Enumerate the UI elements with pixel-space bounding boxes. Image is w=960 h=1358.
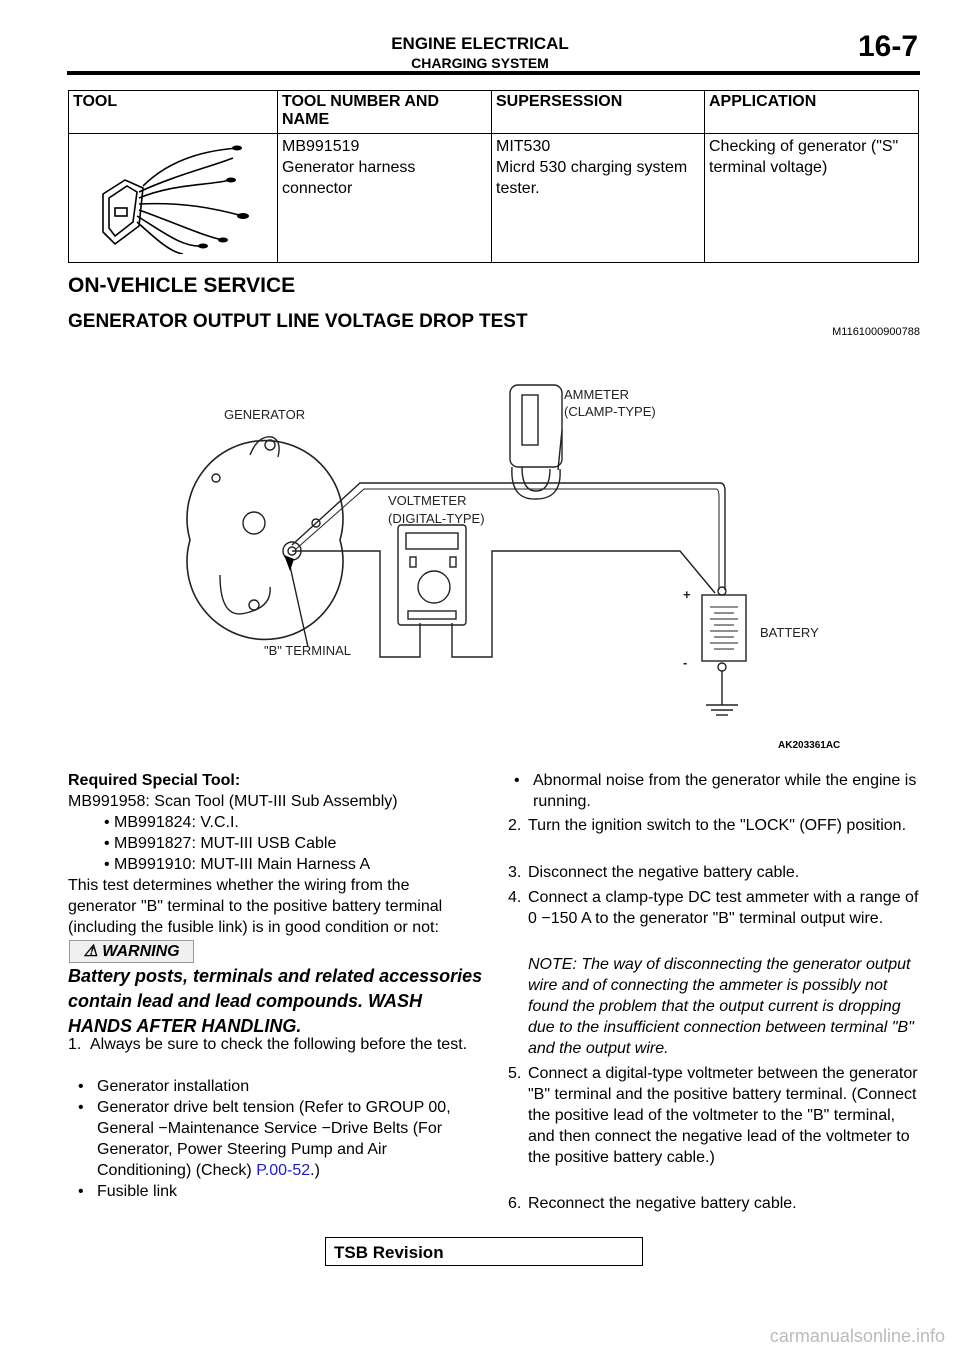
watermark: carmanualsonline.info [769, 1326, 945, 1346]
list-item: • MB991910: MUT-III Main Harness A [104, 856, 371, 873]
warning-icon: ⚠ [83, 943, 98, 960]
tool-item: MB991827: MUT-III USB Cable [114, 835, 337, 852]
table-row: MB991519 Generator harness connector MIT… [68, 133, 919, 263]
list-item: • Generator drive belt tension (Refer to … [78, 1097, 480, 1181]
supersession-code: MIT530 [496, 138, 551, 155]
col-tool: TOOL [68, 90, 278, 134]
tool-table: TOOL TOOL NUMBER AND NAME SUPERSESSION A… [68, 90, 919, 263]
voltmeter-icon [397, 524, 467, 626]
page-link[interactable]: P.00-52 [256, 1162, 311, 1179]
step-6: 6. Reconnect the negative battery cable. [508, 1193, 920, 1214]
note: NOTE: The way of disconnecting the gener… [528, 956, 914, 1057]
supersession-cell: MIT530 Micrd 530 charging system tester. [491, 133, 705, 263]
warning-badge: ⚠ WARNING [69, 940, 194, 963]
step-2: 2. Turn the ignition switch to the "LOCK"… [508, 815, 920, 836]
page-number: 16-7 [857, 30, 918, 63]
tool-item: MB991824: V.C.I. [114, 814, 239, 831]
list-item: • Abnormal noise from the generator while… [514, 770, 924, 812]
header-rule [67, 71, 920, 75]
list-item: • MB991824: V.C.I. [104, 814, 239, 831]
step-number: 2. [508, 817, 522, 834]
step-4: 4. Connect a clamp-type DC test ammeter w… [508, 887, 920, 929]
check-item: Generator installation [97, 1078, 250, 1095]
tool-name: Generator harness connector [282, 159, 416, 197]
application-cell: Checking of generator ("S" terminal volt… [704, 133, 919, 263]
battery-icon [701, 594, 747, 662]
intro-paragraph: This test determines whether the wiring … [68, 877, 443, 936]
step-text: Always be sure to check the following be… [90, 1036, 468, 1053]
check-item-end: .) [310, 1162, 320, 1179]
subsection-title: GENERATOR OUTPUT LINE VOLTAGE DROP TEST [68, 311, 528, 332]
harness-connector-illustration [102, 145, 249, 255]
voltmeter-label: VOLTMETER [388, 493, 467, 508]
bullet: • [78, 1099, 84, 1116]
figure-id: AK203361AC [778, 740, 840, 751]
step-1: 1. Always be sure to check the following… [68, 1034, 474, 1055]
negative-sign: - [683, 655, 687, 670]
tool-number-cell: MB991519 Generator harness connector [277, 133, 492, 263]
bullet: • [514, 772, 520, 789]
section-title: ON-VEHICLE SERVICE [68, 274, 296, 297]
warning-label: WARNING [102, 943, 180, 960]
step-5: 5. Connect a digital-type voltmeter betwe… [508, 1063, 920, 1168]
wiring-diagram: GENERATOR AMMETER (CLAMP-TYPE) VOLTMETER… [186, 384, 840, 751]
list-item: • Generator installation [78, 1076, 480, 1097]
voltmeter-type-label: (DIGITAL-TYPE) [388, 511, 485, 526]
header-title: ENGINE ELECTRICAL [391, 34, 569, 53]
tool-image-cell [68, 133, 278, 263]
step-number: 4. [508, 889, 522, 906]
generator-icon [186, 439, 344, 641]
col-application: APPLICATION [704, 90, 919, 134]
step-text: Connect a clamp-type DC test ammeter wit… [528, 889, 919, 927]
ammeter-type-label: (CLAMP-TYPE) [564, 404, 656, 419]
check-item: Abnormal noise from the generator while … [533, 772, 917, 810]
step-3: 3. Disconnect the negative battery cable. [508, 862, 920, 883]
header-subtitle: CHARGING SYSTEM [411, 55, 549, 71]
tool-item: MB991910: MUT-III Main Harness A [114, 856, 371, 873]
step-text: Reconnect the negative battery cable. [528, 1195, 797, 1212]
step-text: Turn the ignition switch to the "LOCK" (… [528, 817, 907, 834]
generator-label: GENERATOR [224, 407, 305, 422]
check-item: Generator drive belt tension (Refer to G… [97, 1099, 451, 1179]
tool-number: MB991519 [282, 138, 360, 155]
warning-text: Battery posts, terminals and related acc… [68, 966, 483, 1036]
list-item: • Fusible link [78, 1181, 480, 1202]
bullet: • [78, 1183, 84, 1200]
step-number: 3. [508, 864, 522, 881]
ammeter-icon [509, 384, 563, 468]
bullet: • [78, 1078, 84, 1095]
scan-tool: MB991958: Scan Tool (MUT-III Sub Assembl… [68, 793, 398, 810]
b-terminal-label: "B" TERMINAL [264, 643, 351, 658]
supersession-name: Micrd 530 charging system tester. [496, 159, 688, 197]
step-number: 5. [508, 1065, 522, 1082]
check-item: Fusible link [97, 1183, 178, 1200]
subsection-code: M1161000900788 [832, 326, 920, 338]
step-text: Connect a digital-type voltmeter between… [528, 1065, 918, 1166]
positive-sign: + [683, 587, 691, 602]
ammeter-label: AMMETER [564, 387, 629, 402]
required-tool-heading: Required Special Tool: [68, 772, 241, 789]
list-item: • MB991827: MUT-III USB Cable [104, 835, 337, 852]
col-tool-number: TOOL NUMBER AND NAME [277, 90, 492, 134]
battery-label: BATTERY [760, 625, 819, 640]
step-number: 6. [508, 1195, 522, 1212]
col-supersession: SUPERSESSION [491, 90, 705, 134]
step-number: 1. [68, 1036, 82, 1053]
tool-table-header: TOOL TOOL NUMBER AND NAME SUPERSESSION A… [68, 90, 919, 134]
tsb-revision-box: TSB Revision [325, 1237, 643, 1266]
step-text: Disconnect the negative battery cable. [528, 864, 800, 881]
